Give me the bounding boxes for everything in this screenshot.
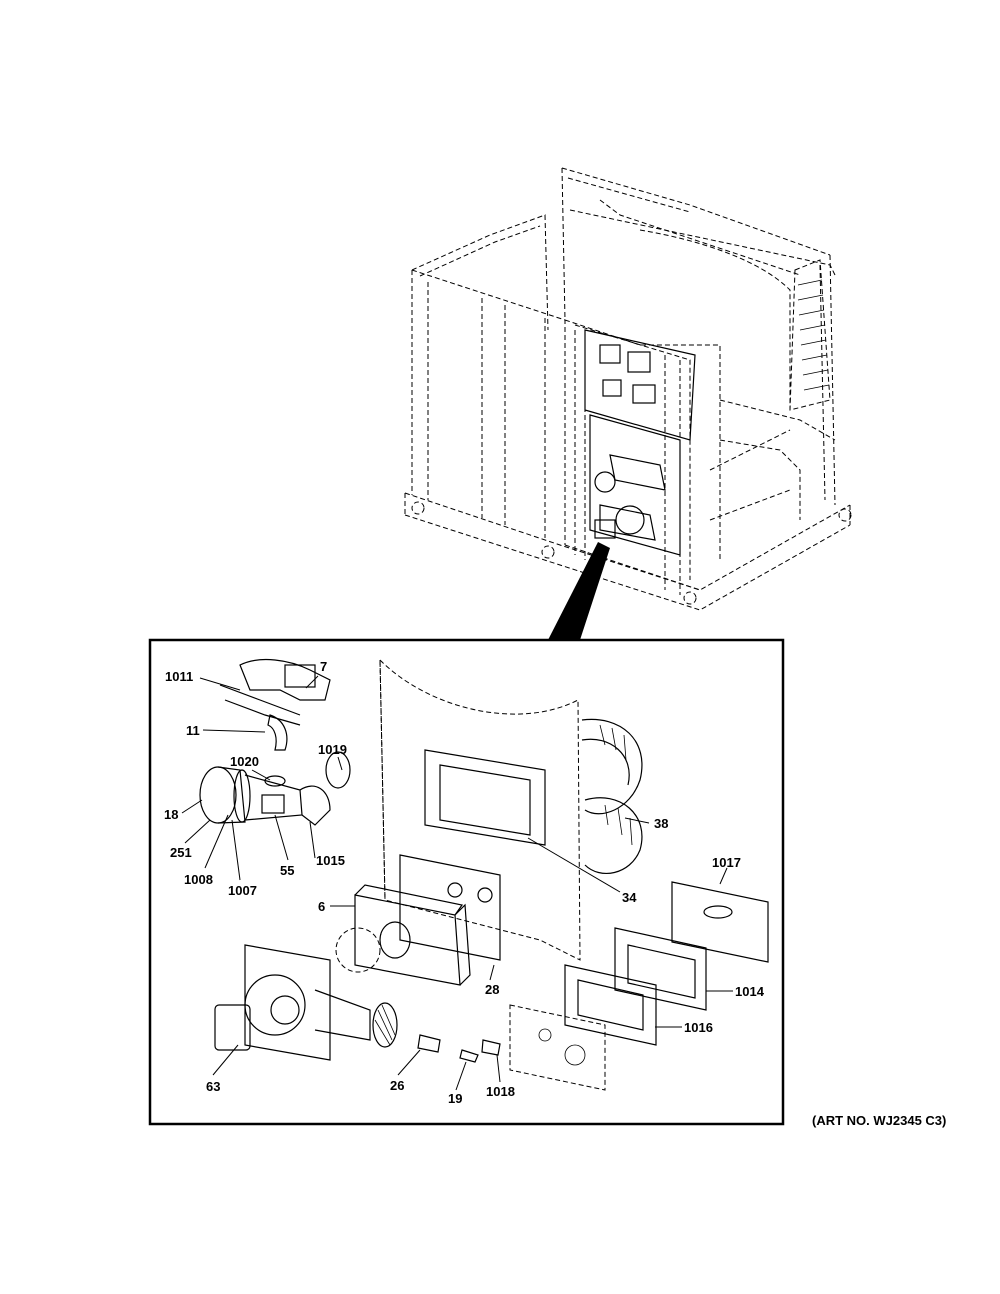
art-number: (ART NO. WJ2345 C3)	[812, 1113, 946, 1128]
detail-pointer	[548, 542, 610, 640]
callout-1015: 1015	[316, 853, 345, 868]
callout-55: 55	[280, 863, 294, 878]
detail-frame	[148, 638, 785, 1126]
callout-28: 28	[485, 982, 499, 997]
callout-1017: 1017	[712, 855, 741, 870]
callout-19: 19	[448, 1091, 462, 1106]
callout-63: 63	[206, 1079, 220, 1094]
callout-26: 26	[390, 1078, 404, 1093]
leader-lines	[181, 675, 733, 1091]
callout-251: 251	[170, 845, 192, 860]
callout-1007: 1007	[228, 883, 257, 898]
cabinet-outline	[404, 167, 852, 611]
callout-6: 6	[318, 899, 325, 914]
detail-parts	[199, 658, 769, 1091]
callout-18: 18	[164, 807, 178, 822]
callout-38: 38	[654, 816, 668, 831]
callout-1019: 1019	[318, 742, 347, 757]
callout-11: 11	[186, 723, 200, 738]
furnace-assembly-in-cabinet	[584, 329, 696, 556]
callout-1016: 1016	[684, 1020, 713, 1035]
callout-1020: 1020	[230, 754, 259, 769]
callout-34: 34	[622, 890, 637, 905]
callout-1018: 1018	[486, 1084, 515, 1099]
callout-labels: 1011 7 11 1020 1019 18 251 1008 1007 55 …	[164, 659, 765, 1106]
callout-1011: 1011	[165, 669, 193, 684]
callout-1014: 1014	[735, 984, 765, 999]
callout-7: 7	[320, 659, 327, 674]
callout-1008: 1008	[184, 872, 213, 887]
